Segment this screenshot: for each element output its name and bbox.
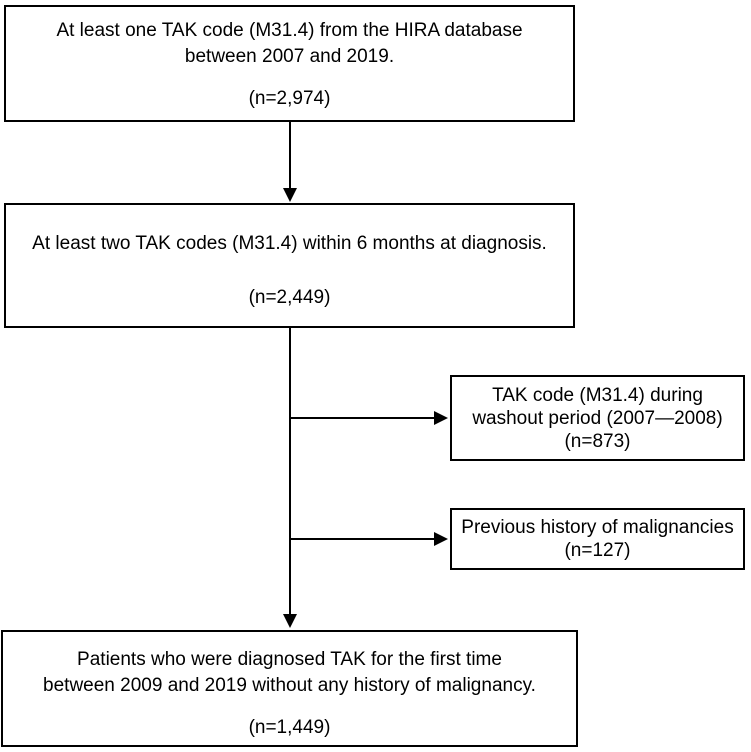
box-count: (n=1,449) xyxy=(248,717,331,738)
box-text-line: At least one TAK code (M31.4) from the H… xyxy=(56,20,523,41)
flow-box-hira-source: At least one TAK code (M31.4) from the H… xyxy=(4,5,575,122)
arrowhead-right-icon xyxy=(434,532,448,546)
flow-box-final-cohort: Patients who were diagnosed TAK for the … xyxy=(1,630,578,747)
box-count: (n=873) xyxy=(564,430,631,452)
box-count: (n=2,974) xyxy=(248,88,331,109)
arrow-branch-washout-exclusion xyxy=(291,411,448,425)
box-text-line: washout period (2007—2008) xyxy=(472,407,723,429)
box-count: (n=127) xyxy=(564,540,631,561)
box-count: (n=2,449) xyxy=(248,287,331,308)
box-text-line: between 2007 and 2019. xyxy=(184,46,395,67)
flow-box-two-codes: At least two TAK codes (M31.4) within 6 … xyxy=(4,203,575,328)
box-text-line: Patients who were diagnosed TAK for the … xyxy=(77,649,502,670)
flow-box-washout-exclusion: TAK code (M31.4) during washout period (… xyxy=(450,375,745,461)
box-text-line: At least two TAK codes (M31.4) within 6 … xyxy=(32,233,547,254)
box-text-line: between 2009 and 2019 without any histor… xyxy=(43,675,536,696)
flow-box-malignancy-exclusion: Previous history of malignancies (n=127) xyxy=(450,508,745,570)
box-text-line: TAK code (M31.4) during xyxy=(492,384,703,406)
arrowhead-down-icon xyxy=(283,614,297,628)
arrow-hira-to-two-codes xyxy=(283,121,297,202)
arrowhead-down-icon xyxy=(283,188,297,202)
arrow-branch-malignancy-exclusion xyxy=(291,532,448,546)
box-text-line: Previous history of malignancies xyxy=(461,517,734,538)
arrow-two-codes-to-final xyxy=(283,327,297,628)
arrowhead-right-icon xyxy=(434,411,448,425)
